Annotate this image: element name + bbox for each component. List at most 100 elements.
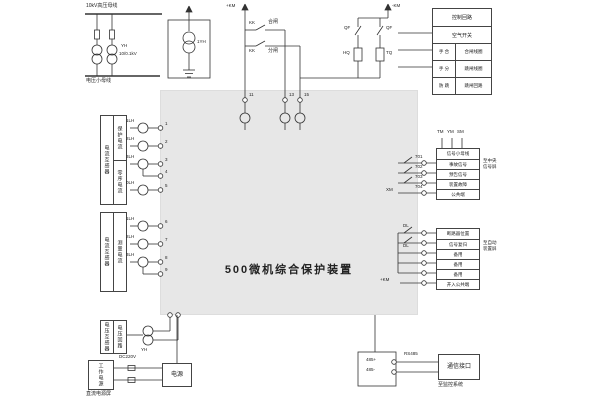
signal-row-warning: 预告信号: [449, 171, 467, 177]
input-row-common: 开入公共端: [446, 281, 470, 287]
working-power-box: 工作电源: [88, 360, 114, 390]
zero-seq-current-label: 零序电流: [114, 159, 126, 205]
device-title: 500微机综合保护装置: [224, 264, 354, 276]
qf1-label: QF: [344, 25, 351, 30]
protection-current-label: 保护电流: [116, 125, 123, 150]
sig-term-702: 702: [415, 164, 423, 169]
kk-trip-label: KK: [249, 48, 256, 53]
sig-term-704: 704: [415, 184, 423, 189]
dl1-label: DL: [403, 223, 409, 228]
close-label: 合闸: [268, 19, 279, 25]
voltage-circuit-box: 电压互感器 电压回路: [100, 320, 127, 354]
signal-row-common: 公共端: [451, 191, 465, 197]
to-automation-label: 至自动 装置屏: [483, 240, 497, 251]
voltage-box-title: 电压互感器: [101, 321, 114, 353]
signal-table-header: 信号小母线: [446, 151, 470, 156]
ctrl-terminal-15: 15: [304, 92, 310, 97]
power-module-label: 电源: [170, 371, 183, 378]
ct-protection-box-title: 电流互感器: [101, 116, 114, 204]
rs485-bus-label: RS485: [404, 351, 418, 356]
sig-term-703: 703: [415, 174, 423, 179]
legend-row-control: 控制回路: [451, 15, 472, 21]
mct3-label: 3LH: [126, 252, 135, 257]
hv-busbar-pt: [85, 13, 162, 77]
kk-close-label: KK: [249, 20, 256, 25]
hv-busbar-label: 10kV高压母线: [86, 3, 118, 9]
dc-voltage-label: DC220V: [119, 354, 137, 359]
legend-row-airswitch: 空气开关: [451, 32, 472, 39]
signal-row-accident: 事故信号: [449, 161, 467, 167]
ctrl-terminal-13: 13: [289, 92, 295, 97]
to-central-signal-label: 至中央 信号屏: [483, 158, 497, 169]
pt-ratio-label: 10/0.1kV: [119, 51, 137, 56]
ct-term-2: 2: [165, 139, 168, 144]
comm-wires: [357, 315, 438, 387]
ct1-label: 1LH: [126, 118, 135, 123]
legend-trip-coil: 跳闸线圈: [464, 66, 483, 71]
input-header: 断路器位置: [446, 231, 470, 236]
ct2-label: 2LH: [126, 136, 135, 141]
bus-ym-label: YM: [447, 129, 454, 134]
control-circuit: [239, 3, 432, 130]
dl2-label: DL: [403, 243, 409, 248]
input-row-spare3: 备用: [453, 271, 463, 277]
input-row-reset: 信号复归: [449, 241, 467, 247]
sig-term-701: 701: [415, 154, 423, 159]
pt-cubicle: [167, 5, 211, 79]
ct3-label: 3LH: [126, 154, 135, 159]
mct-term-8: 8: [165, 255, 168, 260]
ct-measuring-box-title: 电流互感器: [101, 213, 114, 291]
protection-device-body: [160, 90, 418, 315]
pt2-label: 1YH: [197, 39, 206, 44]
trip-label: 分闸: [268, 48, 279, 54]
rs485-minus-label: 485-: [366, 367, 376, 372]
input-row-spare2: 备用: [453, 261, 463, 267]
to-scada-label: 至监控系统: [438, 382, 464, 388]
ct-term-1: 1: [165, 121, 168, 126]
power-module-box: 电源: [162, 363, 192, 387]
ct-protection-box: 电流互感器 保护电流 零序电流: [100, 115, 127, 205]
rs485-plus-label: 485+: [366, 357, 377, 362]
signal-row-fault: 装置故障: [449, 181, 467, 187]
xm-label: XM: [386, 187, 393, 192]
legend-trip-circuit: 跳闸回路: [464, 83, 483, 88]
power-wires: [114, 315, 178, 383]
mct2-label: 2LH: [126, 234, 135, 239]
dc-panel-label: 直流电源屏: [86, 391, 112, 397]
yh-secondary-label: YH: [141, 347, 148, 352]
bus-tm-label: TM: [437, 129, 444, 134]
trip-coil-label: TQ: [386, 50, 393, 55]
voltage-circuit-label: 电压回路: [116, 325, 123, 349]
input-row-spare1: 备用: [453, 251, 463, 257]
bus-sm-label: SM: [457, 129, 464, 134]
measuring-current-label: 测量电流: [116, 240, 123, 264]
binary-input-wires: [397, 226, 436, 286]
close-coil-label: HQ: [343, 50, 350, 55]
ctrl-terminal-11: 11: [249, 92, 254, 97]
mct-term-7: 7: [165, 237, 168, 242]
pt-secondary-symbols: [127, 312, 181, 346]
comm-interface-box: 通信接口: [438, 354, 480, 380]
legend-close-coil: 合闸线圈: [464, 49, 483, 54]
pt-yh-label: YH: [121, 43, 128, 48]
ct0-label: 0LH: [126, 180, 135, 185]
signal-table: 信号小母线 事故信号 预告信号 装置故障 公共端: [436, 148, 480, 200]
ct-protection-symbols: [130, 122, 164, 196]
ct-term-5: 5: [165, 183, 168, 188]
binary-input-table: 断路器位置 信号复归 备用 备用 备用 开入公共端: [436, 228, 480, 290]
signal-output-wires: [398, 138, 463, 196]
ct-measuring-box: 电流互感器 测量电流: [100, 212, 127, 292]
working-power-label: 工作电源: [97, 363, 104, 387]
plus-km-label: +KM: [226, 3, 236, 8]
minus-km-label: -KM: [392, 3, 401, 8]
mct-term-9: 9: [165, 267, 168, 272]
input-plus-km-label: +KM: [380, 277, 390, 282]
mct-term-6: 6: [165, 219, 168, 224]
ct-term-3: 3: [165, 157, 168, 162]
mct1-label: 1LH: [126, 216, 135, 221]
ct-term-4: 4: [165, 169, 168, 174]
legend-manual-close: 手 合: [433, 44, 456, 60]
qf2-label: QF: [386, 25, 393, 30]
